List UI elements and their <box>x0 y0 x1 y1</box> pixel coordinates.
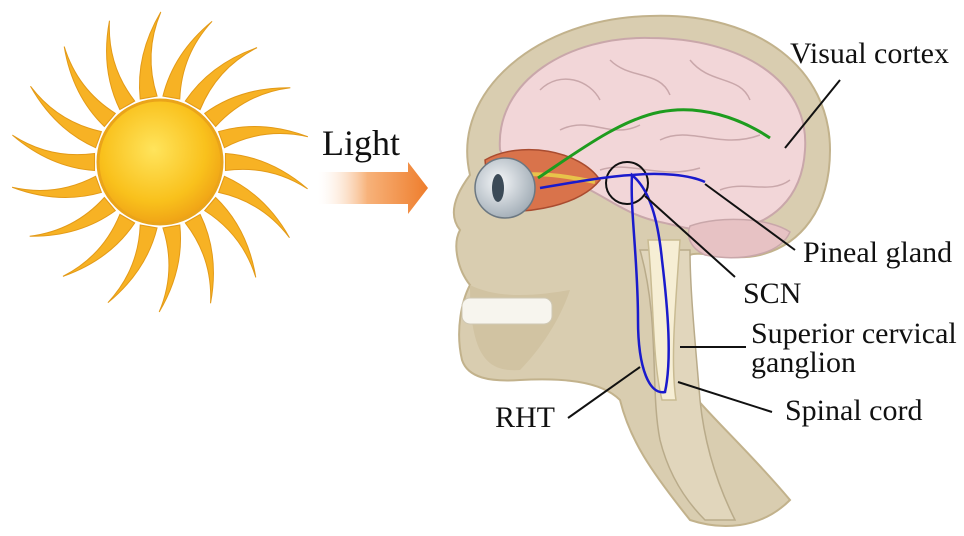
light-label: Light <box>322 123 400 163</box>
teeth <box>462 298 552 324</box>
cerebellum <box>689 219 790 257</box>
sun-ray <box>30 198 116 237</box>
sun-ray <box>107 21 135 110</box>
sun-ray <box>185 214 213 303</box>
light-arrow-icon <box>318 162 428 214</box>
superior-cervical-label-line2: ganglion <box>751 346 856 379</box>
sun-ray <box>12 176 101 197</box>
sun-ray <box>219 126 308 147</box>
rht-label: RHT <box>495 401 555 434</box>
spinal-cord-label: Spinal cord <box>785 394 922 427</box>
pineal-gland-label: Pineal gland <box>803 236 952 269</box>
sun-ray <box>159 225 180 312</box>
sun-ray <box>139 12 160 99</box>
visual-cortex-label: Visual cortex <box>790 37 949 70</box>
sun-ray <box>205 88 291 127</box>
skull-brain-illustration <box>454 16 830 526</box>
scn-label: SCN <box>743 277 801 310</box>
sun-icon <box>12 12 308 312</box>
